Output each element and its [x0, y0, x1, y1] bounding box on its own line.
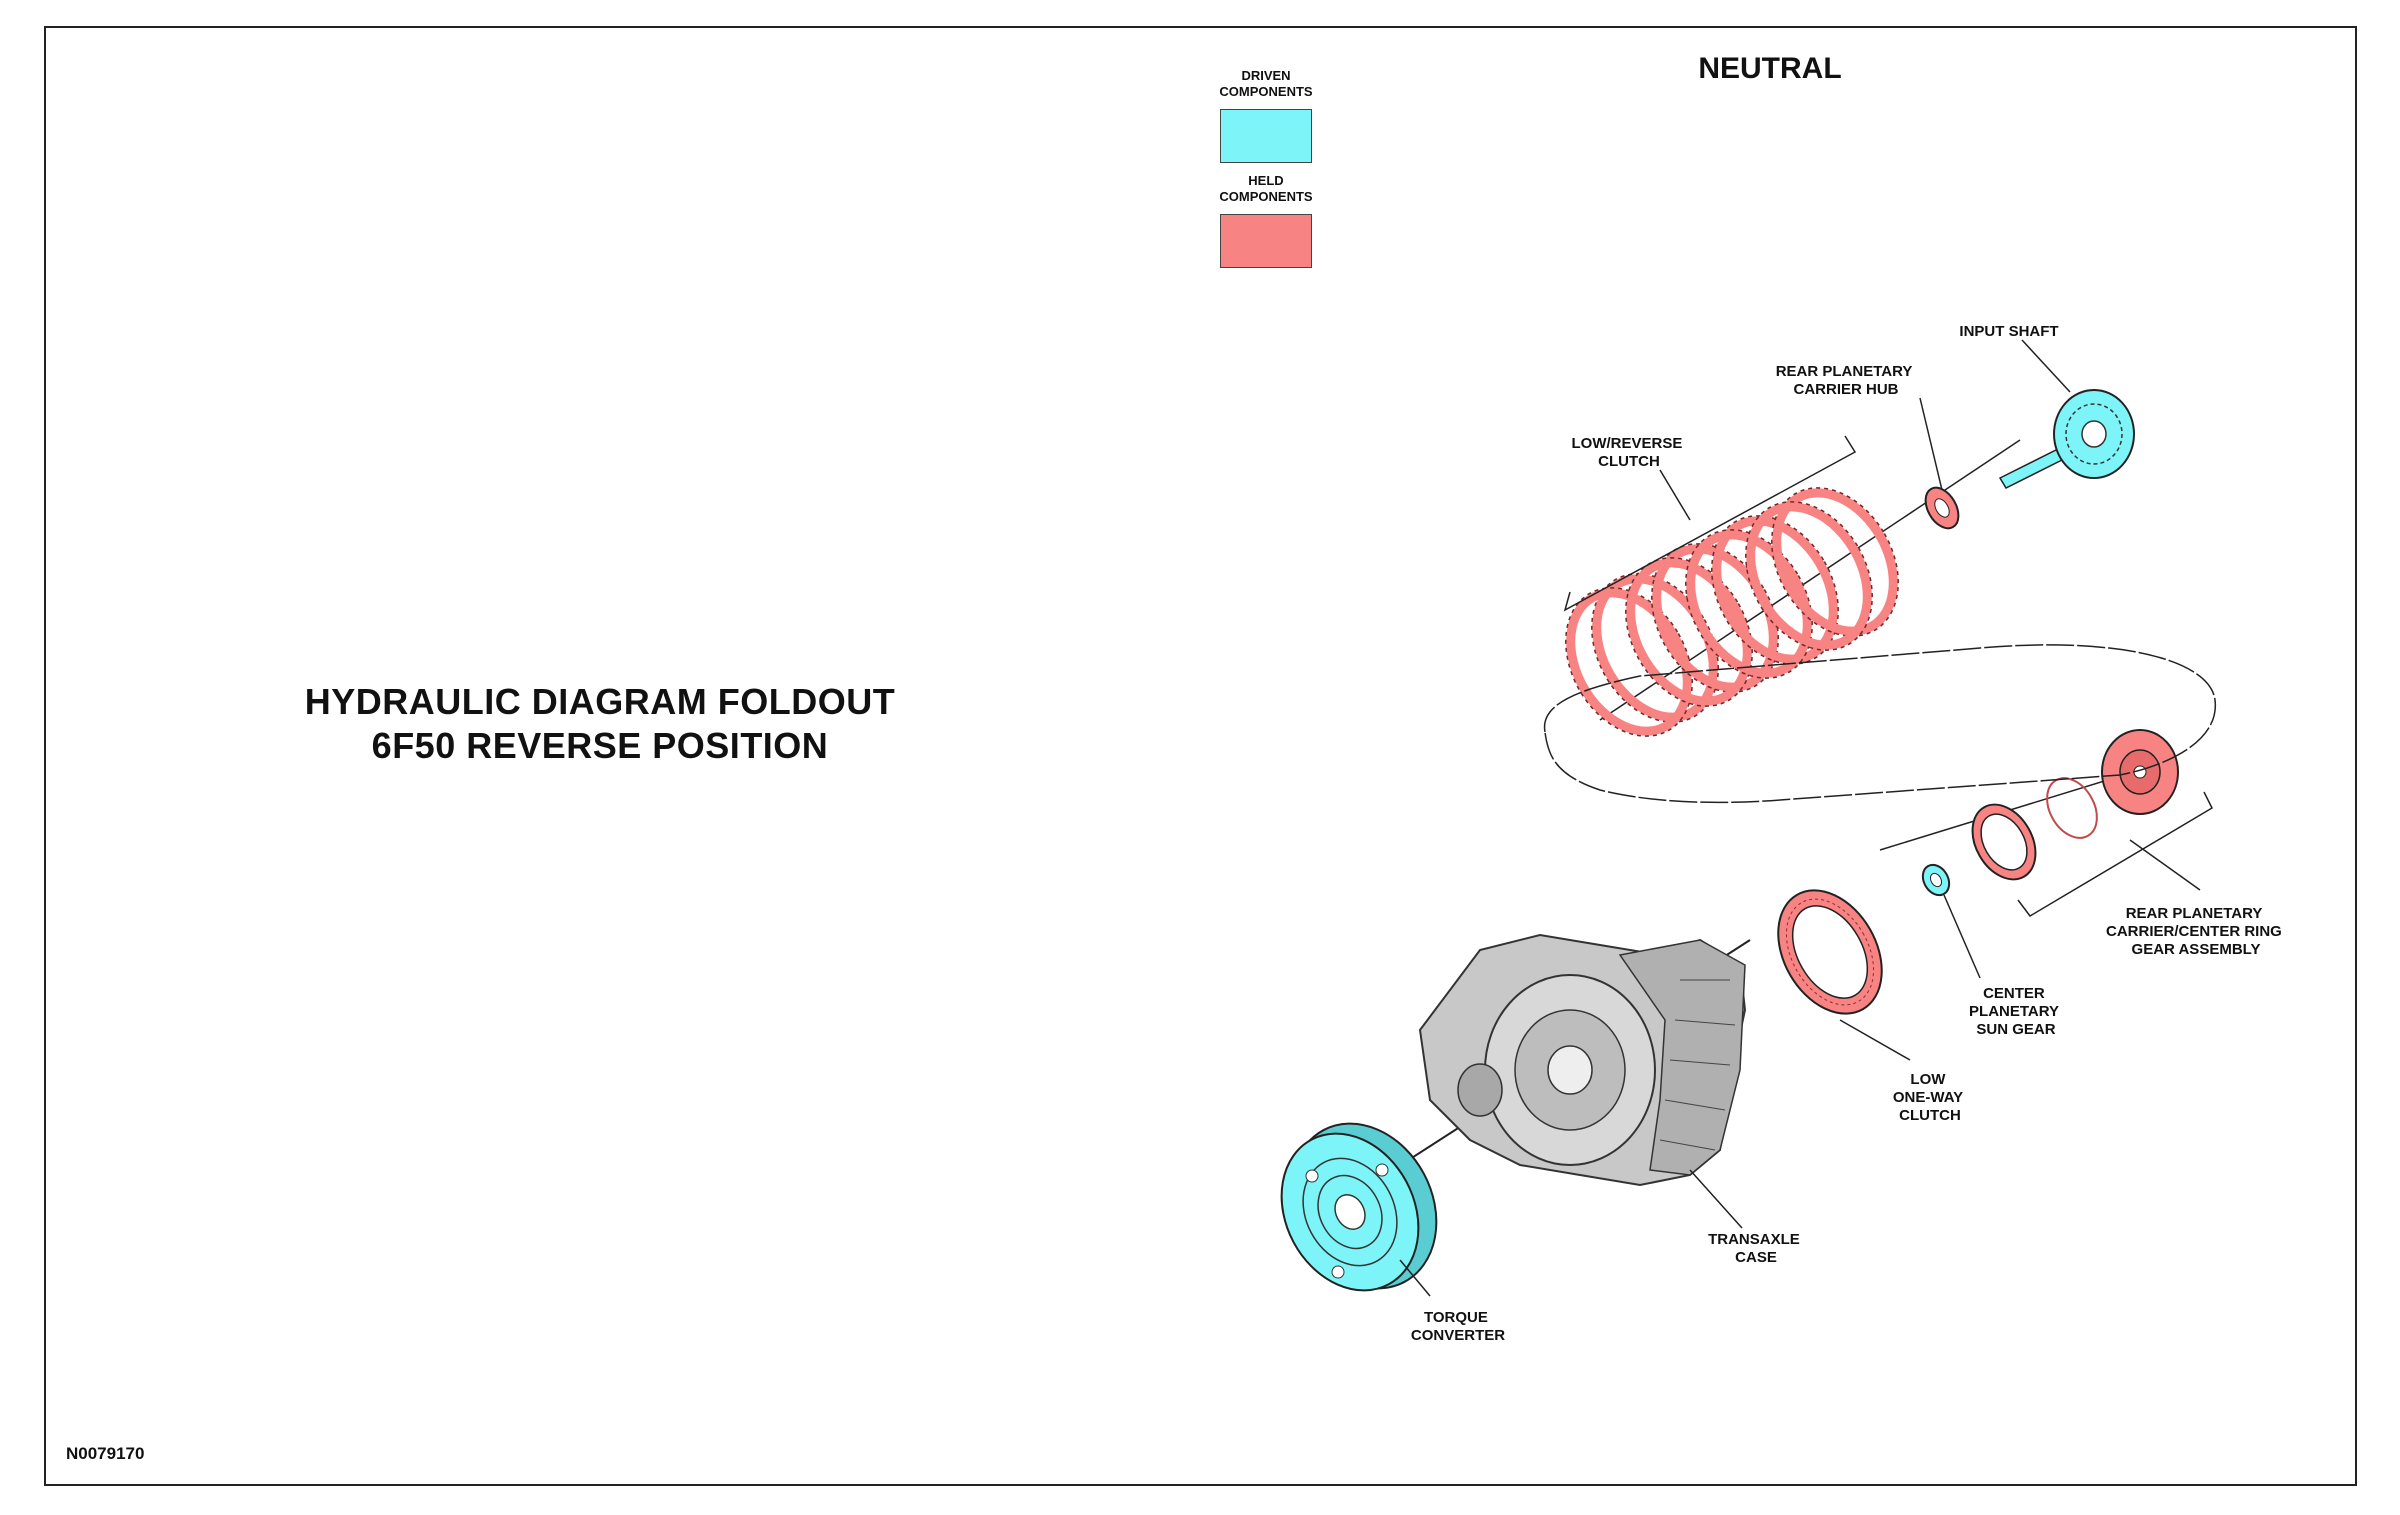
title-line-1: HYDRAULIC DIAGRAM FOLDOUT: [304, 681, 896, 722]
transaxle-case: [1418, 933, 1747, 1187]
clutch-plate-teeth: [1685, 529, 1813, 679]
legend-driven-label: DRIVEN COMPONENTS: [1219, 68, 1313, 99]
title-line-2: 6F50 REVERSE POSITION: [371, 725, 829, 766]
clutch-plate-teeth: [1591, 573, 1719, 723]
clutch-plate-teeth: [1565, 587, 1693, 737]
legend-held-label: HELD COMPONENTS: [1219, 173, 1313, 204]
callout-center-planetary-sun-gear: CENTER PLANETARY SUN GEAR: [1969, 985, 2063, 1038]
callout-torque-converter: TORQUE CONVERTER: [1411, 1309, 1505, 1344]
position-label: NEUTRAL: [1698, 52, 1842, 85]
clutch-plate: [1626, 558, 1752, 706]
figure-code: N0079170: [66, 1444, 145, 1463]
clutch-plate-teeth: [1771, 487, 1899, 637]
low-reverse-clutch: [1565, 487, 1899, 737]
legend-held-swatch: [1220, 214, 1312, 268]
callout-low-one-way-clutch: LOW ONE-WAY CLUTCH: [1893, 1071, 1967, 1124]
torque-converter: [1280, 1122, 1438, 1292]
clutch-plate-teeth: [1745, 501, 1873, 651]
leader-lines: [1399, 339, 2213, 1297]
callout-rear-planetary-carrier-hub: REAR PLANETARY CARRIER HUB: [1776, 363, 1917, 398]
low-one-way-clutch: [1777, 889, 1883, 1015]
clutch-plate: [1746, 502, 1872, 650]
drawing-frame: [44, 26, 2357, 1486]
clutch-plate: [1712, 516, 1838, 664]
input-shaft: [1998, 389, 2135, 489]
callout-transaxle-case: TRANSAXLE CASE: [1708, 1231, 1804, 1266]
clutch-plate: [1772, 488, 1898, 636]
callout-low-reverse-clutch: LOW/REVERSE CLUTCH: [1571, 435, 1686, 470]
clutch-plate: [1566, 588, 1692, 736]
legend-driven-swatch: [1220, 109, 1312, 163]
clutch-plate: [1686, 530, 1812, 678]
rear-planetary-carrier-hub: [1924, 486, 1960, 530]
callout-labels: INPUT SHAFT REAR PLANETARY CARRIER HUB L…: [1411, 323, 2286, 1344]
callout-rear-planetary-carrier-center-ring-gear-assembly: REAR PLANETARY CARRIER/CENTER RING GEAR …: [2106, 905, 2286, 958]
diagram-title: HYDRAULIC DIAGRAM FOLDOUT 6F50 REVERSE P…: [300, 680, 900, 768]
rear-planetary-carrier-center-ring-gear-assembly: [1971, 729, 2179, 881]
callout-input-shaft: INPUT SHAFT: [1959, 323, 2058, 340]
center-planetary-sun-gear: [1921, 863, 1951, 897]
clutch-plate-teeth: [1711, 515, 1839, 665]
